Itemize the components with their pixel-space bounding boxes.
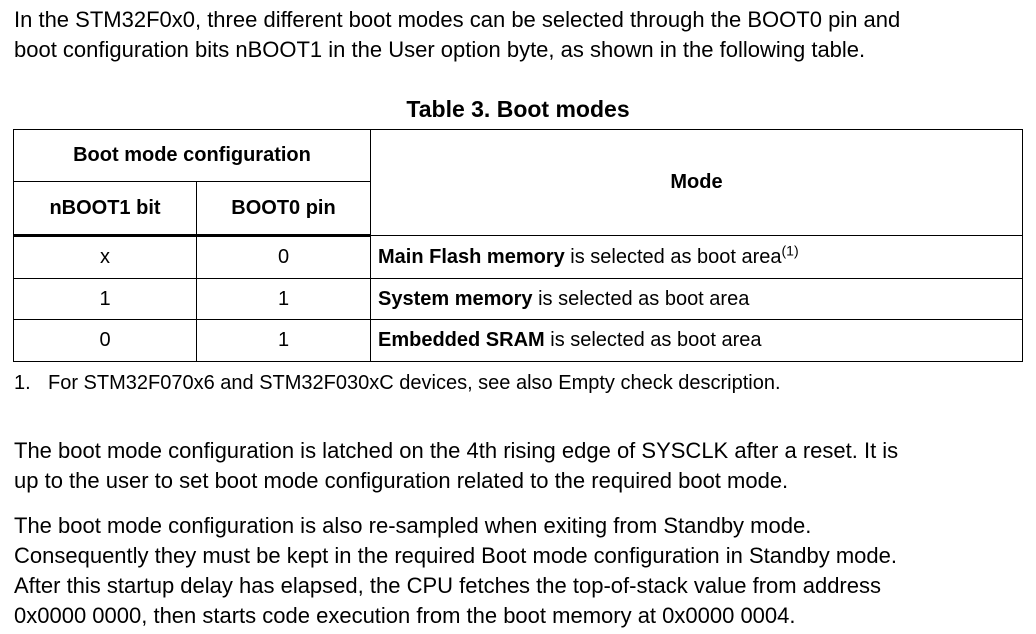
cell-nboot1: 1 [13, 278, 197, 320]
cell-boot0: 1 [196, 319, 371, 362]
cell-mode: System memory is selected as boot area [370, 278, 1023, 320]
cell-nboot1: 0 [13, 319, 197, 362]
mode-rest-text: is selected as boot area [532, 287, 750, 310]
mode-bold-text: Embedded SRAM [378, 329, 545, 351]
cell-boot0: 1 [196, 278, 371, 320]
intro-line-1: In the STM32F0x0, three different boot m… [14, 7, 901, 32]
resample-line-4: 0x0000 0000, then starts code execution … [14, 603, 796, 628]
mode-bold-text: System memory [378, 287, 533, 310]
mode-rest-text: is selected as boot area [564, 245, 782, 268]
footnote-number: 1. [14, 372, 31, 394]
latch-paragraph: The boot mode configuration is latched o… [14, 436, 1026, 496]
table-header-row: Boot mode configuration Mode [13, 129, 1023, 236]
intro-line-2: boot configuration bits nBOOT1 in the Us… [14, 37, 866, 62]
table-title: Table 3. Boot modes [406, 96, 630, 122]
cell-boot0: 0 [196, 235, 371, 279]
footnote-ref: (1) [781, 241, 799, 258]
resample-line-1: The boot mode configuration is also re-s… [14, 513, 812, 538]
footnote-text: For STM32F070x6 and STM32F030xC devices,… [48, 372, 781, 394]
resample-line-2: Consequently they must be kept in the re… [14, 543, 897, 568]
latch-line-1: The boot mode configuration is latched o… [14, 438, 899, 463]
cell-nboot1: x [13, 235, 197, 279]
table-footnote: 1. For STM32F070x6 and STM32F030xC device… [14, 370, 1026, 396]
intro-paragraph: In the STM32F0x0, three different boot m… [14, 5, 1026, 65]
table-row: 1 1 System memory is selected as boot ar… [13, 278, 1023, 320]
latch-line-2: up to the user to set boot mode configur… [14, 468, 789, 493]
resample-paragraph: The boot mode configuration is also re-s… [14, 511, 1026, 631]
cell-mode: Embedded SRAM is selected as boot area [370, 319, 1023, 362]
boot-modes-table: Boot mode configuration Mode nBOOT1 bit … [13, 129, 1023, 362]
resample-line-3: After this startup delay has elapsed, th… [14, 573, 881, 598]
table-row: 0 1 Embedded SRAM is selected as boot ar… [13, 319, 1023, 362]
header-nboot1-bit: nBOOT1 bit [13, 181, 197, 237]
table-row: x 0 Main Flash memory is selected as boo… [13, 235, 1023, 279]
header-boot-mode-configuration: Boot mode configuration [13, 129, 371, 182]
mode-bold-text: Main Flash memory [378, 245, 565, 268]
mode-rest-text: is selected as boot area [544, 329, 762, 351]
table-subheader-row: nBOOT1 bit BOOT0 pin [13, 181, 1023, 237]
header-boot0-pin: BOOT0 pin [196, 181, 371, 237]
cell-mode: Main Flash memory is selected as boot ar… [370, 235, 1023, 279]
header-mode: Mode [370, 129, 1023, 236]
